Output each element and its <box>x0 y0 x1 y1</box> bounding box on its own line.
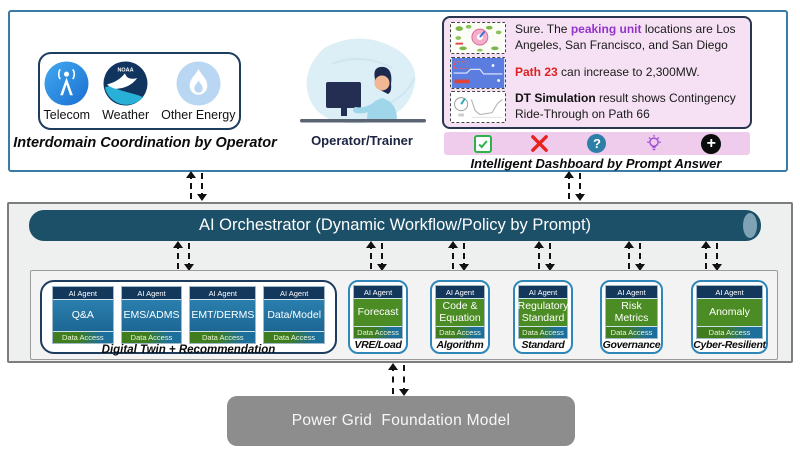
add-plus-icon[interactable]: + <box>701 133 722 154</box>
foundation-label: Power Grid Foundation Model <box>291 412 511 429</box>
agent-header: AI Agent <box>264 287 325 300</box>
prompt-answer-panel: Sure. The peaking unit locations are Los… <box>442 16 752 129</box>
agent-footer: Data Access <box>606 326 657 338</box>
agent-name: Risk Metrics <box>606 299 657 326</box>
agent-footer: Data Access <box>53 331 113 343</box>
interdomain-item-other-energy: Other Energy <box>161 61 235 122</box>
bidirectional-arrow <box>448 241 469 271</box>
interdomain-item-telecom: Telecom <box>43 61 91 122</box>
agent-header: AI Agent <box>436 286 484 299</box>
highlight-peaking-unit: peaking unit <box>570 22 642 37</box>
interdomain-item-weather: NOAA Weather <box>102 61 149 122</box>
agent-code-equation: AI Agent Code & Equation Data Access Alg… <box>430 280 490 354</box>
check-icon[interactable] <box>473 134 493 154</box>
telecom-antenna-icon <box>44 61 89 106</box>
agent-header: AI Agent <box>697 286 762 299</box>
agent-name: EMT/DERMS <box>190 300 256 331</box>
agent-risk-metrics: AI Agent Risk Metrics Data Access Govern… <box>600 280 663 354</box>
question-icon[interactable]: ? <box>587 134 607 154</box>
chat-message-row: DT Simulation result shows Contingency R… <box>450 91 744 123</box>
bidirectional-arrow <box>388 363 409 396</box>
interdomain-label: Weather <box>102 108 150 122</box>
simulation-chart-thumbnail <box>450 91 506 123</box>
highlight-path-23: Path 23 <box>515 64 558 79</box>
agent-data-model: AI Agent Data/Model Data Access <box>263 286 326 344</box>
agent-footer: Data Access <box>697 326 762 338</box>
bidirectional-arrow <box>534 241 555 271</box>
dashboard-action-strip: ? + <box>444 132 750 155</box>
foundation-model-box: Power Grid Foundation Model <box>227 396 575 446</box>
bidirectional-arrow <box>366 241 387 271</box>
top-section: Telecom NOAA Weather <box>8 10 788 172</box>
path-chart-thumbnail <box>450 56 506 89</box>
agent-name: Forecast <box>354 299 402 326</box>
interdomain-box: Telecom NOAA Weather <box>38 52 241 130</box>
agent-forecast: AI Agent Forecast Data Access VRE/Load <box>348 280 408 354</box>
chat-message-row: Path 23 can increase to 2,300MW. <box>450 56 744 89</box>
digital-twin-group: AI Agent Q&A Data Access AI Agent EMS/AD… <box>40 280 337 356</box>
agent-caption: Governance <box>602 339 661 351</box>
agent-caption: Standard <box>521 339 565 351</box>
operator-illustration: Operator/Trainer <box>292 34 432 148</box>
agent-footer: Data Access <box>354 326 402 338</box>
chat-message: Sure. The peaking unit locations are Los… <box>515 22 736 52</box>
noaa-weather-icon: NOAA <box>103 61 148 106</box>
dashboard-caption: Intelligent Dashboard by Prompt Answer <box>470 156 722 171</box>
agent-footer: Data Access <box>264 331 325 343</box>
agent-header: AI Agent <box>354 286 402 299</box>
bidirectional-arrow <box>173 241 194 271</box>
bidirectional-arrow <box>624 241 645 271</box>
agent-name: Q&A <box>53 300 113 331</box>
agent-emt-derms: AI Agent EMT/DERMS Data Access <box>189 286 257 344</box>
agent-caption: Cyber-Resilient <box>693 339 766 351</box>
agent-header: AI Agent <box>121 287 182 300</box>
orchestrator-label: AI Orchestrator (Dynamic Workflow/Policy… <box>198 216 592 234</box>
agent-name: Regulatory Standard <box>518 299 568 326</box>
agent-header: AI Agent <box>519 286 567 299</box>
cylinder-cap <box>743 213 757 238</box>
bidirectional-arrow <box>564 171 585 201</box>
cross-icon[interactable] <box>530 134 550 154</box>
map-thumbnail <box>450 22 506 54</box>
agent-anomaly: AI Agent Anomaly Data Access Cyber-Resil… <box>691 280 768 354</box>
interdomain-label: Telecom <box>43 108 91 122</box>
agent-footer: Data Access <box>121 331 182 343</box>
agent-name: EMS/ADMS <box>121 300 182 331</box>
chat-message: Path 23 can increase to 2,300MW. <box>515 64 700 79</box>
chat-message: DT Simulation result shows Contingency R… <box>515 91 736 121</box>
agent-name: Code & Equation <box>436 299 484 326</box>
agent-header: AI Agent <box>53 287 113 300</box>
agent-name: Anomaly <box>697 299 762 326</box>
highlight-dt-simulation: DT Simulation <box>515 91 596 106</box>
agent-footer: Data Access <box>436 326 484 338</box>
energy-flame-icon <box>176 61 221 106</box>
interdomain-caption: Interdomain Coordination by Operator <box>13 135 277 151</box>
idea-bulb-icon[interactable] <box>644 134 664 154</box>
agent-ems-adms: AI Agent EMS/ADMS Data Access <box>120 286 183 344</box>
agent-header: AI Agent <box>190 287 256 300</box>
svg-text:NOAA: NOAA <box>118 67 134 73</box>
agent-caption: Algorithm <box>436 339 484 351</box>
agent-name: Data/Model <box>264 300 325 331</box>
chat-message-row: Sure. The peaking unit locations are Los… <box>450 22 744 54</box>
operator-label: Operator/Trainer <box>311 133 413 148</box>
agent-footer: Data Access <box>190 331 256 343</box>
agent-regulatory-standard: AI Agent Regulatory Standard Data Access… <box>513 280 573 354</box>
agent-footer: Data Access <box>519 326 567 338</box>
agent-caption: VRE/Load <box>354 339 402 351</box>
bidirectional-arrow <box>186 171 207 201</box>
agent-qa: AI Agent Q&A Data Access <box>52 286 114 344</box>
interdomain-label: Other Energy <box>161 108 236 122</box>
bidirectional-arrow <box>701 241 722 271</box>
orchestrator-section: AI Orchestrator (Dynamic Workflow/Policy… <box>7 202 793 363</box>
ai-orchestrator-bar: AI Orchestrator (Dynamic Workflow/Policy… <box>29 210 761 241</box>
digital-twin-caption: Digital Twin + Recommendation <box>101 344 276 356</box>
agents-container: AI Agent Q&A Data Access AI Agent EMS/AD… <box>30 270 778 360</box>
agent-header: AI Agent <box>606 286 657 299</box>
operator-person-icon <box>300 38 426 124</box>
